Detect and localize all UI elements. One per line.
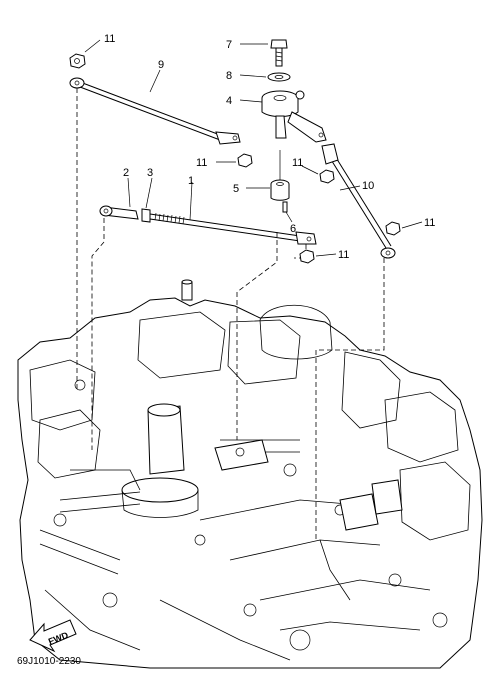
nut-11-mid xyxy=(237,153,253,168)
link-rod-10 xyxy=(321,143,396,259)
callout-labels: 11 9 7 8 4 11 11 2 3 1 5 10 6 11 11 xyxy=(104,33,435,261)
nut-11-top-left xyxy=(69,53,86,69)
callout-9: 9 xyxy=(158,59,164,71)
collar-5 xyxy=(270,150,290,201)
callout-11-mid: 11 xyxy=(196,157,207,169)
callout-2: 2 xyxy=(123,167,129,179)
callout-6: 6 xyxy=(290,223,296,235)
engine-block xyxy=(17,279,483,669)
callout-11-top-left: 11 xyxy=(104,33,115,45)
callout-10: 10 xyxy=(362,180,374,192)
diagram-code: 69J1010-2230 xyxy=(17,656,81,667)
rod-1 xyxy=(149,212,317,245)
callout-4: 4 xyxy=(226,95,232,107)
nut-11-right-mid xyxy=(319,169,335,184)
pin-6 xyxy=(282,201,288,213)
nut-3 xyxy=(141,208,151,223)
callout-11-lower: 11 xyxy=(338,249,349,261)
callout-leaders xyxy=(84,39,423,257)
callout-3: 3 xyxy=(147,167,153,179)
nut-11-right xyxy=(385,221,401,236)
callout-11-right-mid: 11 xyxy=(292,157,303,169)
lever-4 xyxy=(261,90,327,143)
callout-11-right: 11 xyxy=(424,217,435,229)
callout-8: 8 xyxy=(226,70,232,82)
leader-lines xyxy=(76,88,385,540)
link-rod-9 xyxy=(69,77,241,145)
washer-8 xyxy=(267,72,291,82)
callout-5: 5 xyxy=(233,183,239,195)
callout-1: 1 xyxy=(188,175,194,187)
rod-end-2 xyxy=(99,205,139,220)
bolt-7 xyxy=(270,39,288,67)
callout-7: 7 xyxy=(226,39,232,51)
nut-11-lower xyxy=(299,249,315,264)
